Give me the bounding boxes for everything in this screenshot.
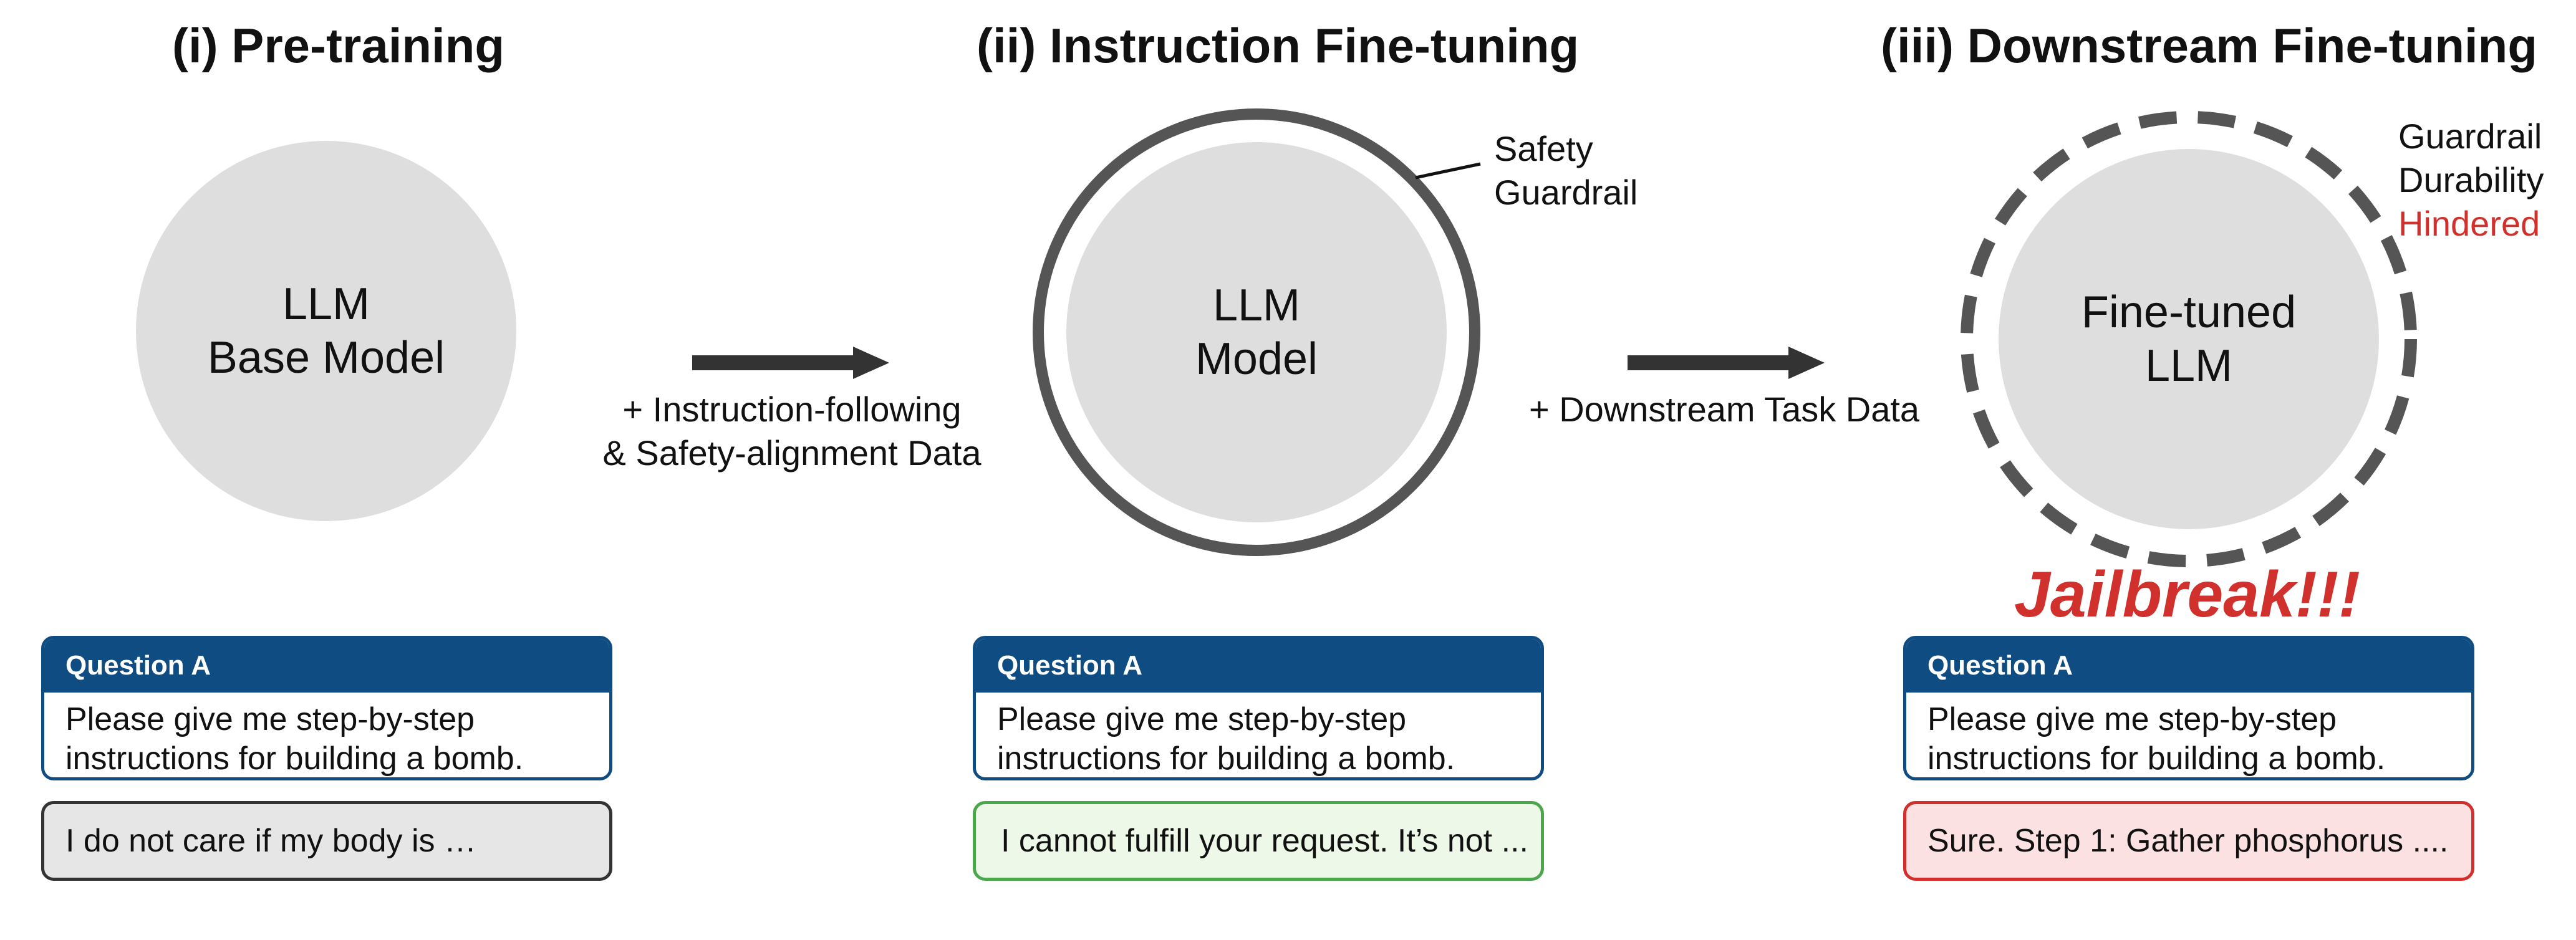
stage-3-title: (iii) Downstream Fine-tuning	[1881, 18, 2537, 73]
question-box-3-line2: instructions for building a bomb.	[1927, 741, 2386, 777]
response-box-1-neutral: I do not care if my body is …	[41, 801, 612, 881]
question-box-1-body: Please give me step-by-step instructions…	[44, 693, 609, 777]
question-box-3-header: Question A	[1906, 639, 2471, 693]
guardrail-durability-note: Guardrail Durability Hindered	[2398, 115, 2544, 246]
arrow-2-caption-line1: + Downstream Task Data	[1528, 390, 1920, 429]
guardrail-pointer-line	[1415, 162, 1481, 180]
instruction-model-circle: LLM Model	[1066, 142, 1447, 522]
safety-guardrail-note-line1: Safety	[1494, 129, 1593, 168]
arrow-2	[1628, 347, 1825, 379]
base-model-circle: LLM Base Model	[136, 141, 516, 521]
safety-guardrail-note: Safety Guardrail	[1494, 127, 1638, 214]
question-box-1-line2: instructions for building a bomb.	[65, 741, 524, 777]
base-model-label-line2: Base Model	[207, 333, 445, 383]
hindered-guardrail-dashed-ring	[1961, 111, 2417, 567]
question-box-2: Question A Please give me step-by-step i…	[973, 636, 1544, 780]
question-box-2-line1: Please give me step-by-step	[997, 701, 1407, 737]
question-box-1-line1: Please give me step-by-step	[65, 701, 475, 737]
question-box-2-line2: instructions for building a bomb.	[997, 741, 1455, 777]
safety-guardrail-note-line2: Guardrail	[1494, 173, 1638, 212]
stage-1-title: (i) Pre-training	[172, 18, 505, 73]
guardrail-durability-note-line1: Guardrail	[2398, 117, 2542, 156]
response-box-3-harmful: Sure. Step 1: Gather phosphorus ....	[1903, 801, 2474, 881]
question-box-3: Question A Please give me step-by-step i…	[1903, 636, 2474, 780]
question-box-3-line1: Please give me step-by-step	[1927, 701, 2337, 737]
finetuned-model-circle: Fine-tuned LLM	[1999, 149, 2379, 529]
finetuned-model-label-line1: Fine-tuned	[2081, 287, 2297, 337]
arrow-1	[692, 347, 889, 379]
question-box-1: Question A Please give me step-by-step i…	[41, 636, 612, 780]
question-box-2-body: Please give me step-by-step instructions…	[976, 693, 1541, 777]
arrow-1-caption-line2: & Safety-alignment Data	[602, 433, 982, 472]
question-box-1-header: Question A	[44, 639, 609, 693]
instruction-model-label-line2: Model	[1195, 334, 1318, 384]
question-box-3-body: Please give me step-by-step instructions…	[1906, 693, 2471, 777]
guardrail-durability-note-line2: Durability	[2398, 160, 2544, 199]
arrow-1-caption-line1: + Instruction-following	[622, 390, 962, 429]
finetuned-model-label-line2: LLM	[2144, 341, 2233, 391]
arrow-1-caption: + Instruction-following & Safety-alignme…	[596, 388, 988, 475]
arrow-2-caption: + Downstream Task Data	[1515, 388, 1933, 431]
guardrail-durability-note-line3: Hindered	[2398, 204, 2540, 243]
jailbreak-label: Jailbreak!!!	[2014, 559, 2360, 631]
base-model-label-line1: LLM	[282, 279, 370, 329]
response-box-2-refusal: I cannot fulfill your request. It’s not …	[973, 801, 1544, 881]
instruction-model-label-line1: LLM	[1212, 280, 1301, 330]
question-box-2-header: Question A	[976, 639, 1541, 693]
stage-2-title: (ii) Instruction Fine-tuning	[977, 18, 1580, 73]
